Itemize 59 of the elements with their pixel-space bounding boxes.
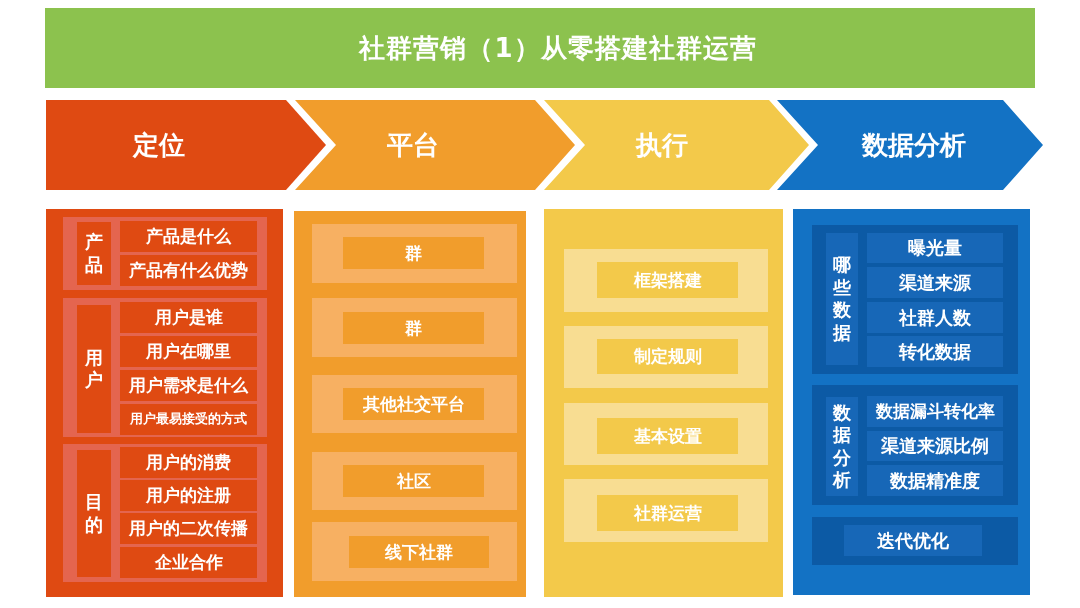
label-column xyxy=(77,222,111,285)
item-label: 群 xyxy=(343,237,484,269)
group-box xyxy=(812,225,1018,374)
step-title: 数据分析 xyxy=(862,128,966,162)
item-label: 社区 xyxy=(343,465,484,497)
list-item: 用户是谁 xyxy=(120,302,257,333)
category-label: 用户 xyxy=(84,346,104,392)
column-panel xyxy=(294,211,526,597)
list-item: 用户需求是什么 xyxy=(120,370,257,401)
item-label: 其他社交平台 xyxy=(343,388,484,420)
column-panel xyxy=(544,209,783,597)
list-item: 用户的二次传播 xyxy=(120,513,257,544)
category-label: 数据分析 xyxy=(831,401,852,492)
list-item: 曝光量 xyxy=(867,233,1003,263)
group-box xyxy=(63,217,267,290)
item-tile xyxy=(312,375,517,433)
list-item: 用户在哪里 xyxy=(120,336,257,367)
list-item: 转化数据 xyxy=(867,336,1003,367)
item-tile xyxy=(564,403,768,465)
list-item: 产品有什么优势 xyxy=(120,255,257,286)
step-title: 定位 xyxy=(133,128,185,162)
step-title: 平台 xyxy=(387,128,439,162)
label-column xyxy=(77,305,111,433)
item-tile xyxy=(564,479,768,542)
list-item: 产品是什么 xyxy=(120,221,257,252)
label-column xyxy=(77,450,111,577)
group-box xyxy=(63,444,267,582)
list-item: 用户的消费 xyxy=(120,447,257,478)
list-item: 渠道来源 xyxy=(867,267,1003,298)
item-tile xyxy=(312,224,517,283)
title: 社群营销（1）从零搭建社群运营 xyxy=(359,31,757,65)
list-item: 数据漏斗转化率 xyxy=(867,396,1003,427)
item-label: 制定规则 xyxy=(597,339,738,374)
column-panel xyxy=(46,209,283,597)
list-item: 用户最易接受的方式 xyxy=(120,404,257,435)
list-item: 用户的注册 xyxy=(120,480,257,511)
item-label: 基本设置 xyxy=(597,418,738,454)
column-panel xyxy=(793,209,1030,595)
group-box xyxy=(63,298,267,437)
group-box xyxy=(812,385,1018,505)
group-box xyxy=(812,517,1018,565)
item-label: 迭代优化 xyxy=(844,525,982,556)
item-label: 线下社群 xyxy=(349,536,489,568)
category-label: 哪些数据 xyxy=(832,254,852,344)
category-label: 产品 xyxy=(84,231,104,276)
item-tile xyxy=(312,298,517,357)
item-tile xyxy=(312,452,517,510)
item-label: 框架搭建 xyxy=(597,262,738,298)
list-item: 企业合作 xyxy=(120,547,257,578)
list-item: 数据精准度 xyxy=(867,465,1003,496)
item-tile xyxy=(564,326,768,388)
list-item: 社群人数 xyxy=(867,302,1003,333)
list-item: 渠道来源比例 xyxy=(867,431,1003,461)
item-label: 社群运营 xyxy=(597,495,738,531)
item-tile xyxy=(312,522,517,581)
step-title: 执行 xyxy=(636,128,688,162)
item-tile xyxy=(564,249,768,312)
item-label: 群 xyxy=(343,312,484,344)
category-label: 目的 xyxy=(84,491,104,536)
